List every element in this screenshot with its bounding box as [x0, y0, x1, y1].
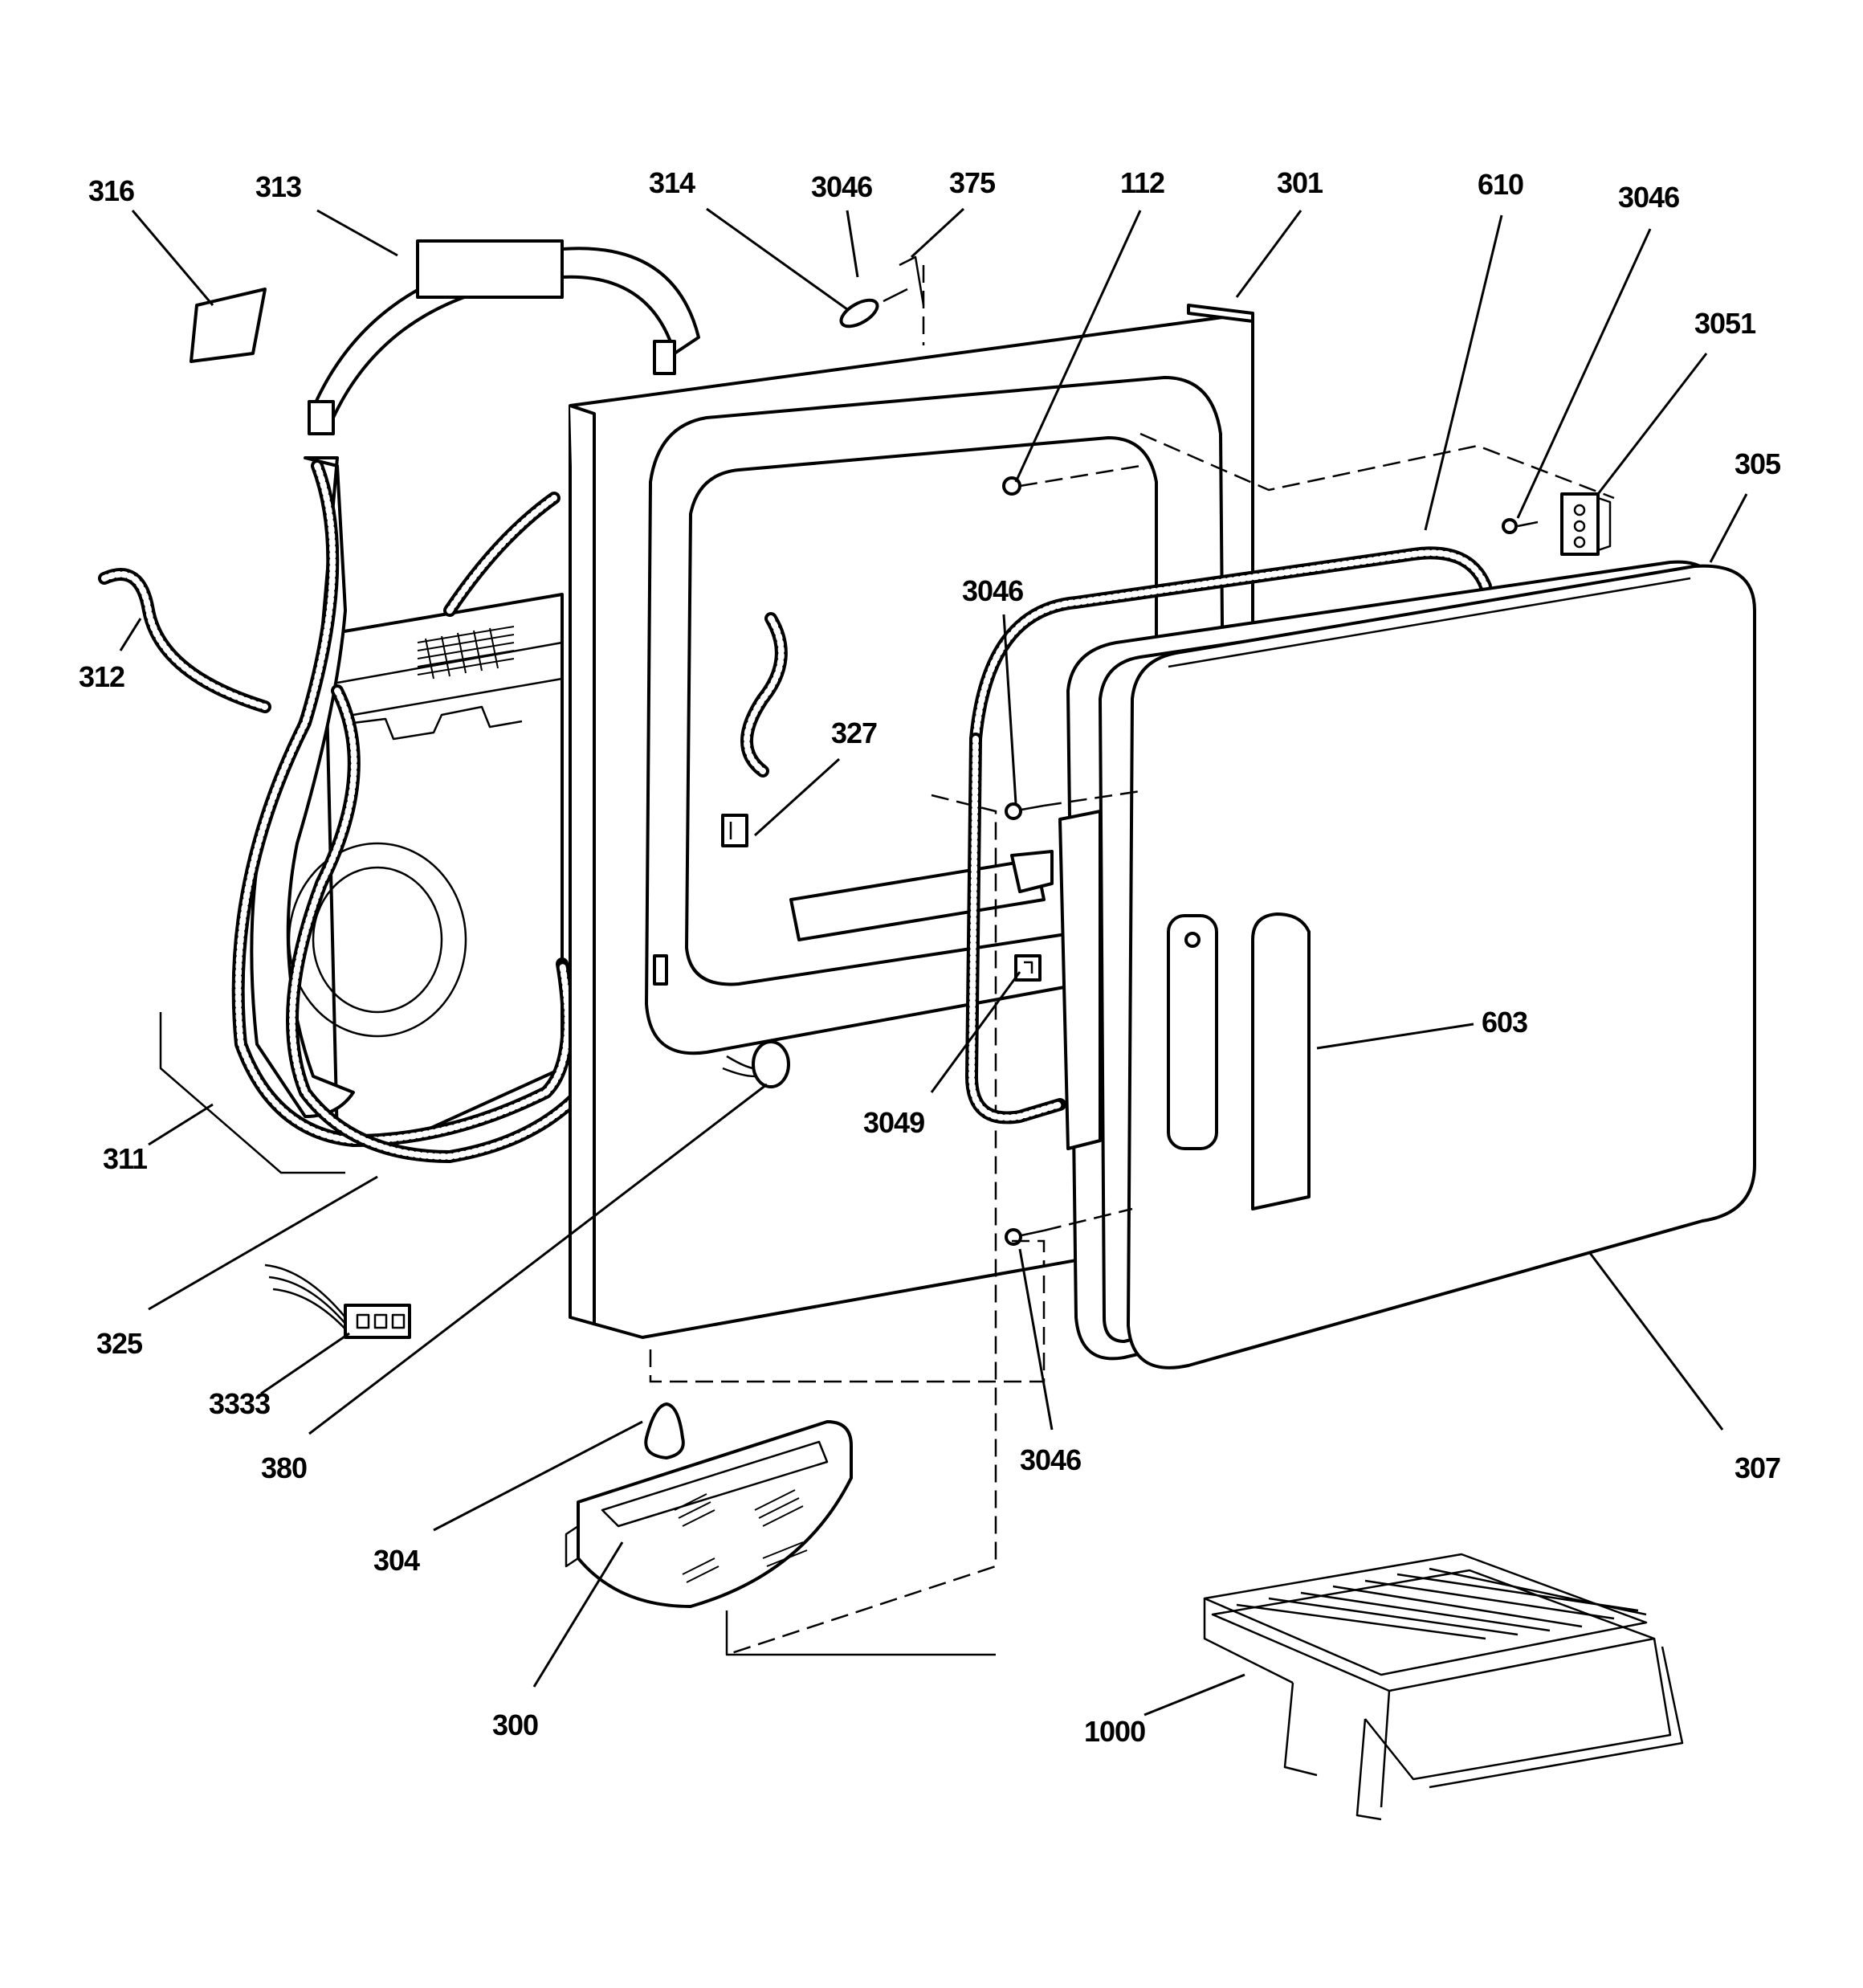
seal-325	[286, 684, 601, 1163]
felt-seal-311	[231, 456, 574, 1147]
light-socket-380	[722, 1040, 790, 1088]
callout-327: 327	[831, 716, 877, 749]
callout-112: 112	[1120, 166, 1164, 199]
panel-inner-seal	[740, 612, 788, 778]
callout-1000: 1000	[1084, 1715, 1145, 1748]
callout-380: 380	[261, 1451, 307, 1484]
screw-3046-hinge	[1502, 518, 1539, 534]
leader-lines	[119, 207, 1748, 1717]
callout-312: 312	[79, 660, 124, 693]
door-screws-3046	[1005, 790, 1141, 1265]
bracket-311-lines	[159, 1012, 345, 1174]
callout-305: 305	[1735, 447, 1781, 480]
callout-314: 314	[649, 166, 695, 199]
wire-harness-3333	[264, 1263, 411, 1339]
lint-filter-300	[565, 1420, 996, 1656]
drying-rack-1000	[1203, 1553, 1684, 1821]
strip-316	[190, 288, 267, 363]
callout-603: 603	[1482, 1006, 1527, 1039]
callout-610: 610	[1478, 168, 1523, 201]
callout-301: 301	[1277, 166, 1323, 199]
callout-313: 313	[255, 170, 301, 203]
door-handle-603	[1251, 912, 1311, 1210]
screw-3046-top	[839, 255, 925, 345]
callout-3046-d: 3046	[1020, 1443, 1081, 1476]
callout-304: 304	[373, 1544, 420, 1577]
callout-3051: 3051	[1694, 307, 1756, 340]
door-outer-305	[1127, 564, 1756, 1370]
callout-3046-b: 3046	[1618, 181, 1679, 214]
callout-316: 316	[88, 174, 134, 207]
callout-300: 300	[492, 1708, 538, 1741]
callout-3046-a: 3046	[811, 170, 872, 203]
callout-307: 307	[1735, 1451, 1780, 1484]
callout-311: 311	[103, 1142, 148, 1175]
hinge-3051	[1560, 492, 1612, 556]
bumper-304	[644, 1402, 685, 1459]
gasket-312	[98, 492, 561, 713]
callout-325: 325	[96, 1327, 143, 1360]
callout-3049: 3049	[863, 1106, 924, 1139]
callout-3333: 3333	[209, 1387, 270, 1420]
strike-3049	[1014, 954, 1042, 982]
bulkhead-assembly	[287, 593, 564, 1150]
switch-327	[721, 814, 748, 847]
bracket-313	[308, 239, 700, 435]
door-gasket-610	[965, 546, 1492, 1125]
alignment-lines	[649, 432, 1615, 1656]
callout-3046-c: 3046	[962, 574, 1023, 607]
callout-375: 375	[949, 166, 996, 199]
